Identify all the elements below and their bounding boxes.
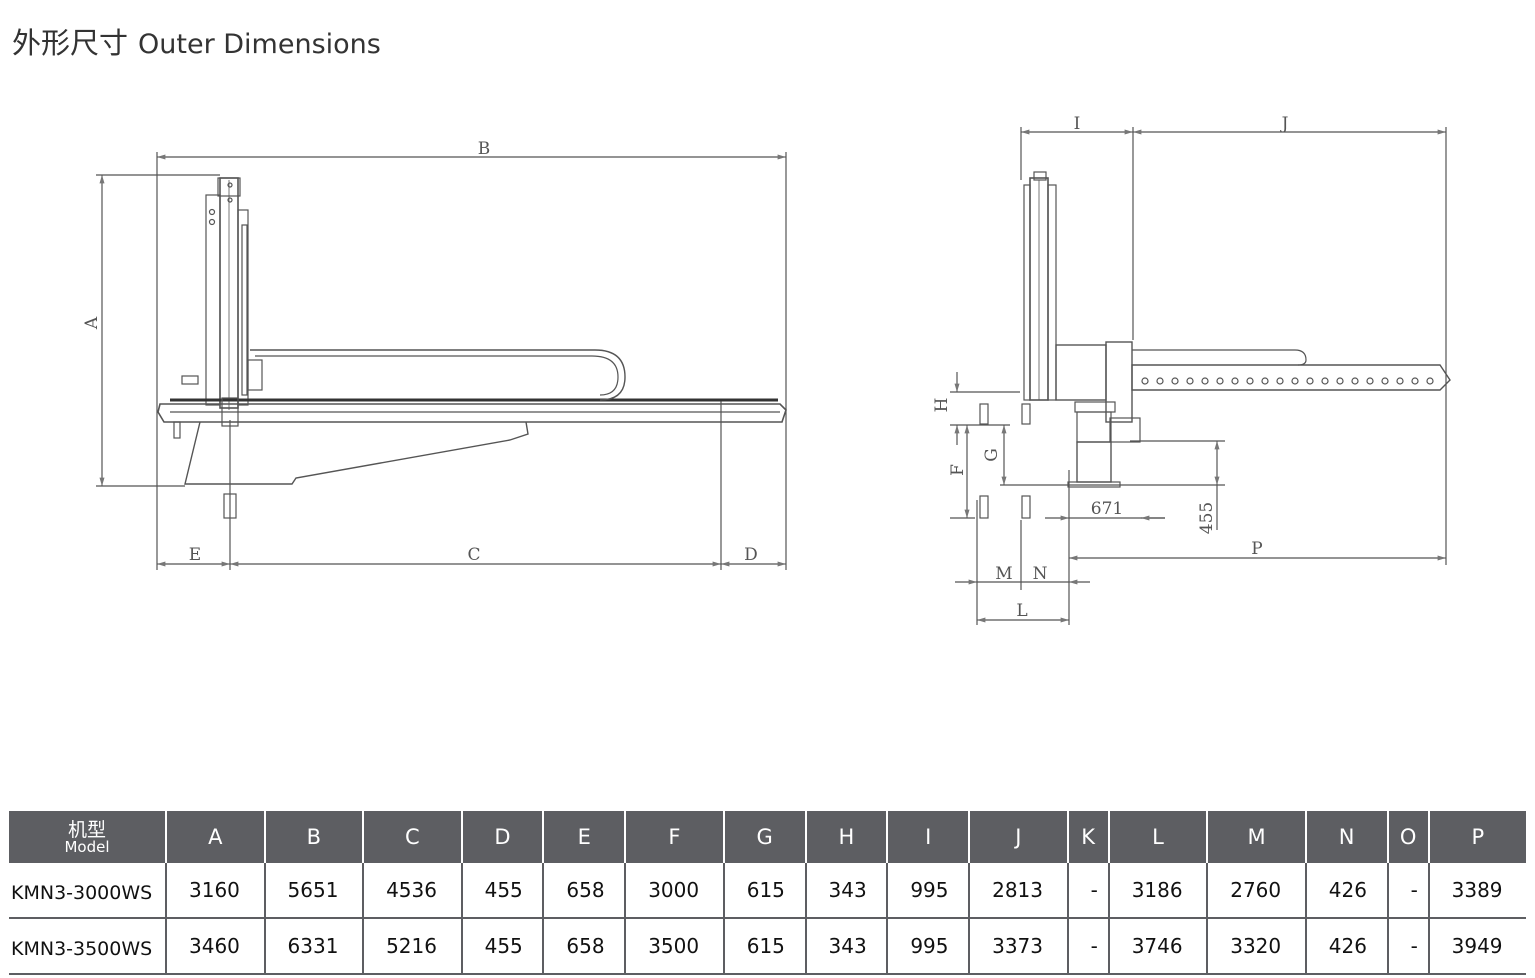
- header-col: C: [363, 811, 463, 863]
- table-cell: 615: [723, 918, 807, 975]
- header-col: L: [1108, 811, 1209, 863]
- label-671: 671: [1091, 499, 1123, 519]
- table-cell: 5651: [264, 863, 365, 919]
- label-B: B: [478, 139, 491, 159]
- table-header-row: 机型 Model A B C D E F G H I J K L M N O P: [9, 811, 1526, 863]
- table-cell: 3500: [625, 918, 725, 975]
- table-cell: -: [1387, 863, 1430, 919]
- spec-table: 机型 Model A B C D E F G H I J K L M N O P…: [9, 811, 1526, 975]
- label-P: P: [1251, 539, 1262, 559]
- beam-holes: [1141, 377, 1434, 385]
- label-I: I: [1074, 114, 1081, 134]
- front-view: [96, 152, 787, 570]
- table-cell: -: [1067, 918, 1110, 975]
- table-row: KMN3-3500WS 3460 6331 5216 455 658 3500 …: [9, 918, 1526, 975]
- dimension-drawing: B A E C D I J H F G 671 455 P M N L: [82, 114, 1451, 625]
- page-title: 外形尺寸 Outer Dimensions: [12, 20, 381, 62]
- table-cell: 658: [543, 918, 627, 975]
- label-H: H: [932, 398, 952, 413]
- table-cell: 3373: [969, 918, 1069, 975]
- table-cell: -: [1387, 918, 1430, 975]
- row-model: KMN3-3500WS: [9, 918, 167, 975]
- header-col: B: [264, 811, 365, 863]
- header-col: H: [805, 811, 889, 863]
- label-J: J: [1280, 114, 1289, 134]
- table-cell: 3320: [1207, 918, 1307, 975]
- side-view: [950, 127, 1451, 625]
- label-M: M: [995, 564, 1012, 584]
- table-cell: 3460: [166, 918, 266, 975]
- header-col: M: [1207, 811, 1307, 863]
- table-cell: 3389: [1428, 863, 1526, 919]
- label-A: A: [82, 316, 102, 330]
- table-cell: 426: [1305, 863, 1389, 919]
- table-cell: 426: [1305, 918, 1389, 975]
- label-F: F: [948, 464, 968, 476]
- header-col: F: [625, 811, 725, 863]
- table-cell: -: [1067, 863, 1110, 919]
- table-cell: 615: [723, 863, 807, 919]
- header-col: K: [1067, 811, 1110, 863]
- label-E: E: [189, 545, 201, 565]
- label-C: C: [467, 545, 480, 565]
- table-cell: 455: [461, 863, 545, 919]
- dimension-labels: B A E C D I J H F G 671 455 P M N L: [82, 114, 1289, 621]
- table-cell: 995: [887, 863, 971, 919]
- title-en: Outer Dimensions: [138, 29, 381, 60]
- table-cell: 2760: [1207, 863, 1307, 919]
- header-col: E: [543, 811, 627, 863]
- table-cell: 5216: [363, 918, 463, 975]
- label-G: G: [982, 448, 1002, 462]
- header-col: D: [461, 811, 545, 863]
- header-col: A: [166, 811, 266, 863]
- row-model: KMN3-3000WS: [9, 863, 167, 919]
- table-cell: 343: [805, 863, 889, 919]
- label-455: 455: [1197, 502, 1217, 534]
- table-cell: 3949: [1428, 918, 1526, 975]
- table-cell: 455: [461, 918, 545, 975]
- header-col: J: [969, 811, 1069, 863]
- label-L: L: [1016, 601, 1027, 621]
- label-N: N: [1033, 564, 1048, 584]
- table-cell: 995: [887, 918, 971, 975]
- header-col: N: [1305, 811, 1389, 863]
- table-cell: 3160: [166, 863, 266, 919]
- table-cell: 3186: [1108, 863, 1209, 919]
- table-cell: 2813: [969, 863, 1069, 919]
- header-col: O: [1387, 811, 1430, 863]
- table-cell: 343: [805, 918, 889, 975]
- table-row: KMN3-3000WS 3160 5651 4536 455 658 3000 …: [9, 863, 1526, 919]
- title-cn: 外形尺寸: [12, 26, 129, 60]
- table-cell: 658: [543, 863, 627, 919]
- header-col: G: [723, 811, 807, 863]
- table-cell: 4536: [363, 863, 463, 919]
- header-col: I: [887, 811, 971, 863]
- label-D: D: [744, 545, 758, 565]
- header-col: P: [1428, 811, 1526, 863]
- table-cell: 6331: [264, 918, 365, 975]
- table-cell: 3000: [625, 863, 725, 919]
- header-model: 机型 Model: [9, 811, 167, 863]
- table-cell: 3746: [1108, 918, 1209, 975]
